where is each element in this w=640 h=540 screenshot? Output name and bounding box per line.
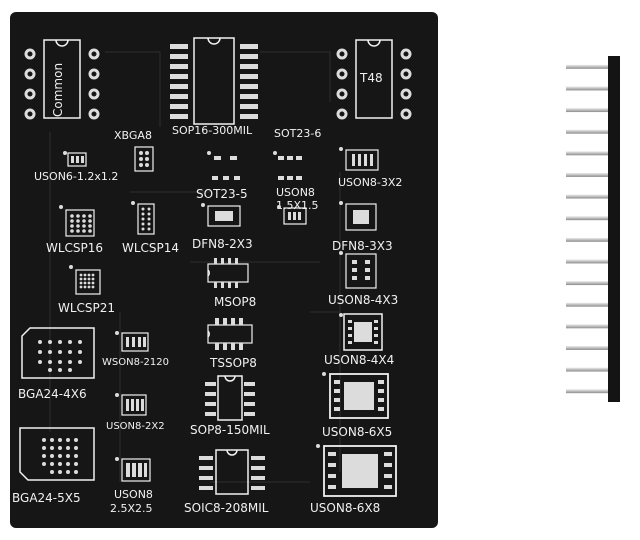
dfn8-2x3-footprint — [201, 203, 241, 227]
common-label: Common — [51, 62, 65, 117]
bga24-4x6-footprint — [21, 327, 95, 379]
dip8-common-footprint — [24, 39, 100, 120]
sot23-5-label: SOT23-5 — [196, 187, 248, 201]
bga24-4x6-label: BGA24-4X6 — [18, 387, 87, 401]
sot23-6-footprint — [273, 151, 302, 180]
soic8-208-footprint — [199, 449, 265, 495]
xbga8-label: XBGA8 — [114, 129, 152, 142]
tssop8-label: TSSOP8 — [210, 356, 257, 370]
uson8-6x8-footprint — [316, 444, 397, 497]
pin-header-plastic — [608, 56, 620, 402]
dfn8-3x3-footprint — [339, 201, 377, 231]
uson8-4x4-footprint — [339, 313, 383, 351]
uson6-footprint — [63, 151, 87, 167]
pin-header — [566, 56, 620, 402]
header-pin — [566, 64, 610, 69]
wlcsp14-label: WLCSP14 — [122, 241, 180, 255]
wlcsp16-footprint — [59, 205, 95, 237]
xbga8-footprint — [134, 146, 154, 172]
uson8-4x3-label: USON8-4X3 — [328, 293, 399, 307]
wson8-label: WSON8-2120 — [102, 357, 170, 368]
uson8-3x2-label: USON8-3X2 — [338, 176, 403, 189]
header-pin — [566, 151, 610, 156]
uson8-15-footprint — [277, 205, 307, 225]
uson8-6x5-label: USON8-6X5 — [322, 425, 393, 439]
t48-label: T48 — [360, 71, 383, 85]
header-pin — [566, 302, 610, 307]
header-pin — [566, 172, 610, 177]
bga24-5x5-footprint — [19, 427, 95, 481]
wson8-footprint — [115, 331, 149, 352]
wlcsp21-label: WLCSP21 — [58, 301, 116, 315]
header-pin — [566, 86, 610, 91]
uson8-25-label-1: USON8 — [114, 488, 153, 501]
header-pin — [566, 129, 610, 134]
sop16-label: SOP16-300MIL — [172, 124, 253, 137]
header-pin — [566, 367, 610, 372]
wlcsp21-footprint — [69, 265, 101, 295]
header-pin — [566, 324, 610, 329]
sop16-footprint — [170, 37, 258, 125]
sop8-150-footprint — [205, 375, 255, 421]
msop8-footprint — [207, 258, 249, 288]
board-traces — [49, 51, 341, 483]
adapter-board: Common T48 SOP16-300MIL XBGA8 SOT23-6 — [10, 12, 438, 528]
uson8-6x8-label: USON8-6X8 — [310, 501, 381, 515]
sot23-6-label: SOT23-6 — [274, 127, 322, 140]
uson8-3x2-footprint — [339, 147, 379, 171]
header-pin — [566, 281, 610, 286]
bga24-5x5-label: BGA24-5X5 — [12, 491, 81, 505]
header-pin — [566, 216, 610, 221]
sop8-150-label: SOP8-150MIL — [190, 423, 270, 437]
sot23-5-footprint — [207, 151, 240, 180]
uson8-25-label-2: 2.5X2.5 — [110, 502, 153, 515]
header-pin — [566, 259, 610, 264]
header-pin — [566, 108, 610, 113]
tssop8-footprint — [207, 318, 253, 350]
msop8-label: MSOP8 — [214, 295, 257, 309]
wlcsp16-label: WLCSP16 — [46, 241, 104, 255]
uson8-4x3-footprint — [339, 251, 377, 289]
header-pin — [566, 237, 610, 242]
uson8-2x2-footprint — [115, 393, 147, 416]
header-pin — [566, 194, 610, 199]
dfn8-3x3-label: DFN8-3X3 — [332, 239, 393, 253]
header-pin — [566, 345, 610, 350]
soic8-208-label: SOIC8-208MIL — [184, 501, 269, 515]
uson6-label: USON6-1.2x1.2 — [34, 170, 119, 183]
header-pin — [566, 389, 610, 394]
uson8-2x2-label: USON8-2X2 — [106, 421, 165, 432]
uson8-15-label-1: USON8 — [276, 186, 315, 199]
uson8-15-label-2: 1.5X1.5 — [276, 199, 319, 212]
uson8-4x4-label: USON8-4X4 — [324, 353, 395, 367]
dip8-t48-footprint — [336, 39, 412, 120]
wlcsp14-footprint — [131, 201, 155, 235]
uson8-25-footprint — [115, 457, 151, 482]
dfn8-2x3-label: DFN8-2X3 — [192, 237, 253, 251]
uson8-6x5-footprint — [322, 372, 389, 419]
